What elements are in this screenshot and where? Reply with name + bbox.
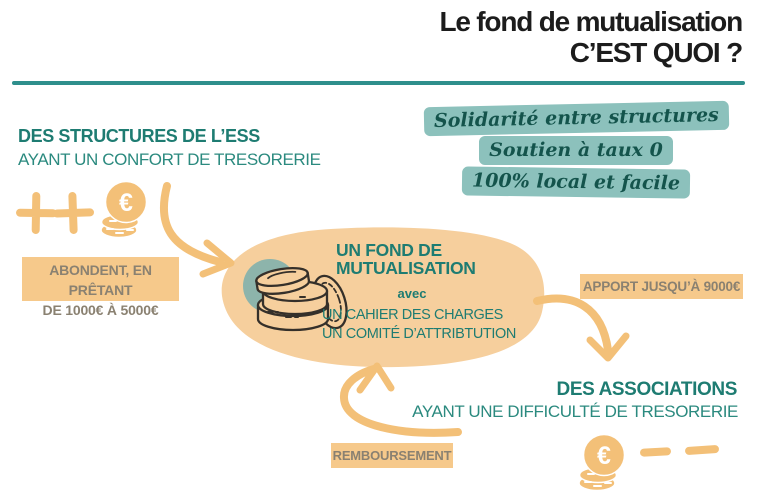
lenders-badge-line2: DE 1000€ À 5000€: [42, 302, 159, 318]
arrow-fund-to-associations: [533, 294, 630, 362]
fund-title: UN FOND DE MUTUALISATION: [336, 241, 476, 277]
contribution-badge: APPORT JUSQU’À 9000€: [580, 274, 743, 299]
fund-item-committee: UN COMITÉ D’ATTRIBTUTION: [322, 326, 516, 342]
fund-blob: [221, 227, 545, 368]
slogan-local: 100% local et facile: [461, 166, 691, 199]
slogan-solidarity: Solidarité entre structures: [423, 100, 729, 137]
fund-items: UN CAHIER DES CHARGES UN COMITÉ D’ATTRIB…: [322, 306, 516, 344]
lenders-badge: ABONDENT, EN PRÊTANT DE 1000€ À 5000€: [22, 257, 179, 318]
header-divider: [12, 81, 745, 85]
fund-connector: avec: [397, 286, 427, 301]
coin-stack-icon: [578, 433, 626, 490]
page-title-line1: Le fond de mutualisation: [439, 6, 743, 37]
associations-subheading: AYANT UNE DIFFICULTÉ DE TRESORERIE: [412, 402, 738, 421]
arrow-lenders-to-fund: [159, 182, 235, 278]
fund-title-line2: MUTUALISATION: [336, 258, 476, 278]
coin-stack-icon: [100, 180, 148, 239]
lenders-heading: DES STRUCTURES DE L’ESS: [18, 126, 260, 146]
associations-heading: DES ASSOCIATIONS: [556, 379, 738, 400]
drawn-coin-stack-icon: [255, 266, 348, 332]
plus-icon: [16, 192, 57, 234]
slogan-zero-rate: Soutien à taux 0: [479, 136, 673, 165]
page-title-line2: C’EST QUOI ?: [569, 37, 743, 68]
reimbursement-badge: REMBOURSEMENT: [331, 443, 453, 468]
minus-icon: [640, 447, 671, 457]
fund-title-line1: UN FOND DE: [336, 240, 442, 260]
plus-icon: [53, 192, 94, 234]
minus-icon: [685, 445, 719, 455]
arrow-reimbursement-to-fund: [340, 362, 462, 437]
lenders-badge-line1: ABONDENT, EN PRÊTANT: [49, 262, 152, 298]
fund-item-charges: UN CAHIER DES CHARGES: [322, 307, 503, 323]
page-title: Le fond de mutualisation C’EST QUOI ?: [439, 6, 743, 68]
slogans: Solidarité entre structures Soutien à ta…: [423, 100, 729, 199]
lenders-subheading: AYANT UN CONFORT DE TRESORERIE: [18, 150, 321, 169]
